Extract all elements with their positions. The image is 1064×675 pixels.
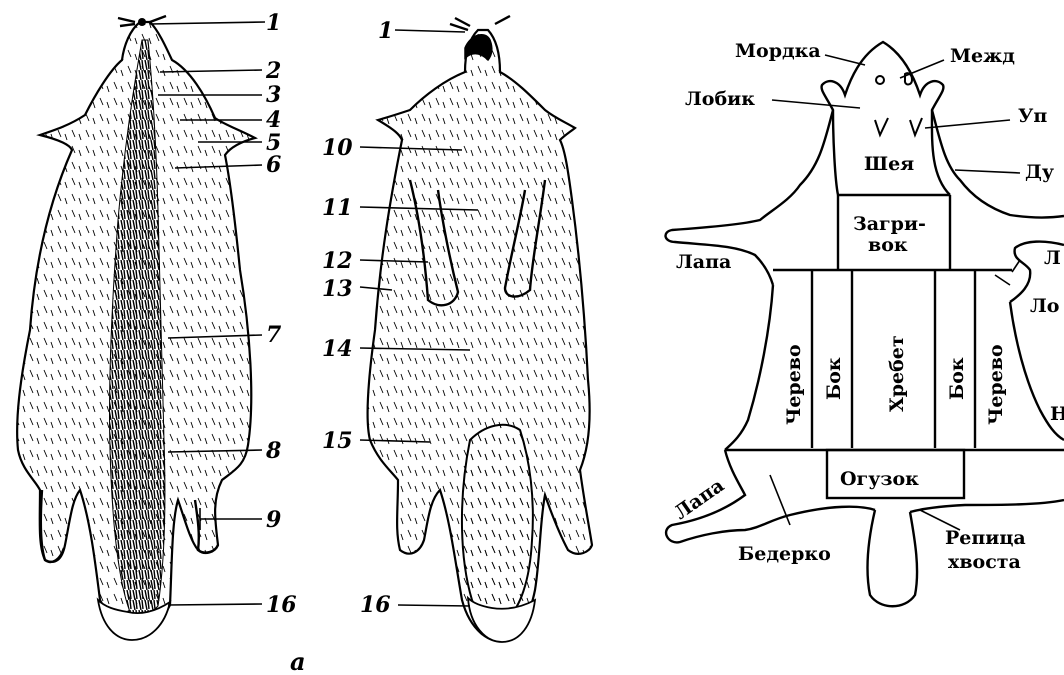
scheme-label-mordka: Мордка <box>735 40 821 62</box>
scheme-label-up: Уп <box>1018 105 1047 127</box>
scheme-label-cherevo-left: Черево <box>783 344 805 425</box>
scheme-label-lobik: Лобик <box>685 88 755 110</box>
ventral-pelt <box>368 16 592 642</box>
scheme-tail <box>868 510 918 606</box>
ventral-label-10: 10 <box>322 135 353 161</box>
scheme-label-lo-right: Ло <box>1030 295 1059 317</box>
ventral-label-1: 1 <box>378 18 393 44</box>
scheme-label-du: Ду <box>1025 161 1054 183</box>
scheme-label-sheya: Шея <box>864 153 914 175</box>
scheme-label-lapa-top: Лапа <box>676 251 731 273</box>
scheme-v-mark-left <box>875 118 888 135</box>
scheme-label-lapa-bottom: Лапа <box>670 474 728 524</box>
ventral-whiskers <box>450 16 510 30</box>
scheme-label-repica: Репица <box>945 527 1026 549</box>
scheme-label-oguzok: Огузок <box>840 468 919 490</box>
scheme-label-l-right: Л <box>1044 247 1061 269</box>
scheme-eye-left <box>876 76 884 84</box>
pelt-topography-scheme <box>666 42 1064 606</box>
ventral-tail <box>462 425 533 622</box>
scheme-label-cherevo-right: Черево <box>985 344 1007 425</box>
ventral-label-14: 14 <box>322 336 353 362</box>
scheme-right-hind <box>910 500 1064 512</box>
ventral-label-16: 16 <box>360 592 391 618</box>
scheme-label-vok: вок <box>868 234 908 256</box>
scheme-label-bok-right: Бок <box>946 357 968 400</box>
scheme-label-n-right: Н <box>1050 403 1064 425</box>
ventral-label-11: 11 <box>322 195 353 221</box>
dorsal-label-1: 1 <box>266 10 281 36</box>
dorsal-label-8: 8 <box>265 438 281 464</box>
dorsal-label-7: 7 <box>266 322 282 348</box>
scheme-label-mezhd: Межд <box>950 45 1015 67</box>
ventral-label-15: 15 <box>322 428 353 454</box>
scheme-leader-lines <box>770 55 1020 530</box>
dorsal-pelt <box>17 16 255 640</box>
dorsal-label-6: 6 <box>266 152 281 178</box>
scheme-label-zagri: Загри- <box>853 213 926 235</box>
scheme-label-khvosta: хвоста <box>948 551 1021 573</box>
dorsal-label-16: 16 <box>266 592 297 618</box>
figure-label-a: а <box>290 647 306 675</box>
dorsal-number-labels: 1 2 3 4 5 6 7 8 9 16 <box>265 10 297 618</box>
ventral-label-12: 12 <box>322 248 353 274</box>
dorsal-label-3: 3 <box>266 82 281 108</box>
dorsal-label-9: 9 <box>266 507 281 533</box>
dorsal-nose <box>138 18 146 26</box>
scheme-v-mark-right <box>910 118 922 135</box>
scheme-label-khrebet: Хребет <box>886 335 908 412</box>
scheme-label-bederko: Бедерко <box>738 543 831 565</box>
scheme-label-bok-left: Бок <box>823 357 845 400</box>
scheme-body-left <box>725 285 773 450</box>
ventral-label-13: 13 <box>322 276 353 302</box>
dorsal-label-2: 2 <box>265 58 281 84</box>
